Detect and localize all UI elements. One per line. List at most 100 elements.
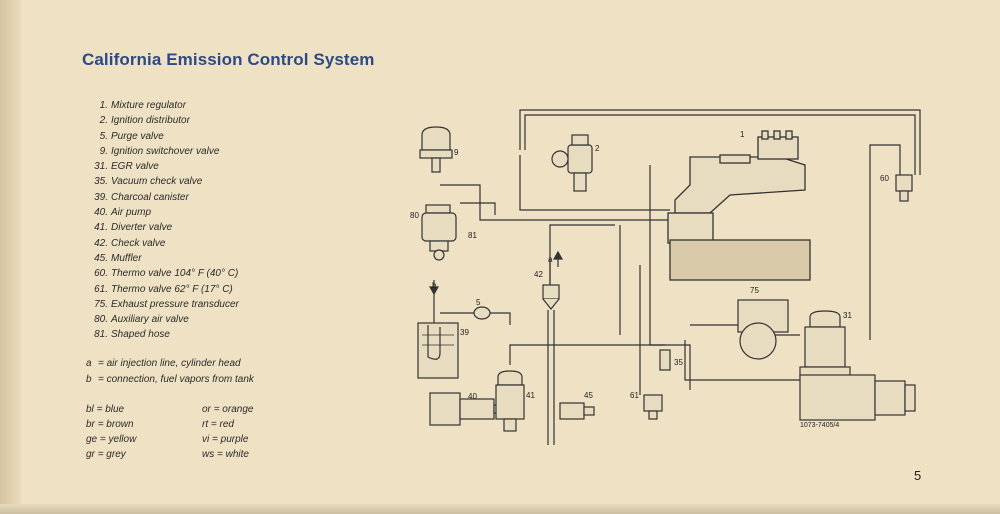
color-code: vi <box>202 434 210 445</box>
legend-item-label: Charcoal canister <box>111 191 189 203</box>
legend-item: 9.Ignition switchover valve <box>80 144 320 159</box>
color-code: ge <box>86 434 98 445</box>
color-name: = orange <box>213 404 254 415</box>
legend-item: 81.Shaped hose <box>80 327 320 342</box>
color-code: br <box>86 419 95 430</box>
legend-item-label: Shaped hose <box>111 329 170 341</box>
color-code-item: gr = grey <box>86 447 202 462</box>
parts-legend: 1.Mixture regulator 2.Ignition distributo… <box>80 98 320 343</box>
legend-item: 75.Exhaust pressure transducer <box>80 297 320 312</box>
legend-item: 41.Diverter valve <box>80 220 320 235</box>
legend-item: 45.Muffler <box>80 251 320 266</box>
thermo-valve-60-shape <box>895 174 913 202</box>
page-number: 5 <box>914 468 922 483</box>
note-item: b = connection, fuel vapors from tank <box>86 372 254 388</box>
legend-item-label: Thermo valve 62° F (17° C) <box>111 283 233 295</box>
hose-45 <box>530 344 691 390</box>
callout-9: 9 <box>454 148 459 157</box>
switchover-valve-shape <box>419 126 453 173</box>
callout-60: 60 <box>880 174 889 183</box>
callout-41: 41 <box>526 391 535 400</box>
muffler-shape <box>559 402 595 420</box>
note-item: a = air injection line, cylinder head <box>86 356 254 372</box>
color-code-item: bl = blue <box>86 402 202 417</box>
hose-center <box>649 165 665 346</box>
legend-item: 61.Thermo valve 62° F (17° C) <box>80 282 320 297</box>
page-gutter <box>0 0 22 514</box>
mixture-regulator-shape <box>667 130 811 281</box>
color-code: rt <box>202 419 209 430</box>
color-code: bl <box>86 404 94 415</box>
legend-item-number: 40. <box>94 207 108 219</box>
color-name: = white <box>217 449 249 460</box>
callout-80: 80 <box>410 211 419 220</box>
legend-item-label: Vacuum check valve <box>111 176 203 188</box>
line-notes: a = air injection line, cylinder head b = c… <box>86 356 254 387</box>
color-name: = brown <box>97 419 134 430</box>
emission-system-diagram: 1 2 5 9 31 35 39 40 41 42 45 60 61 75 80… <box>410 109 921 445</box>
note-text: = air injection line, cylinder head <box>98 358 241 369</box>
legend-item-number: 5. <box>99 130 108 142</box>
color-code: gr <box>86 449 95 460</box>
page-bottom-edge <box>0 504 1000 514</box>
callout-75: 75 <box>750 286 759 295</box>
callout-39: 39 <box>460 328 469 337</box>
egr-valve-shape <box>799 310 851 378</box>
legend-item-number: 61. <box>94 283 108 295</box>
thermo-valve-61-shape <box>643 394 663 420</box>
note-key: b <box>86 373 92 385</box>
note-key: a <box>86 358 92 369</box>
callout-40: 40 <box>468 392 477 401</box>
color-name: = purple <box>212 434 249 445</box>
legend-item-number: 80. <box>94 314 108 326</box>
legend-item-number: 2. <box>99 115 108 127</box>
color-name: = red <box>210 419 234 430</box>
legend-item-label: Diverter valve <box>111 222 173 234</box>
legend-item-number: 9. <box>99 145 108 157</box>
hose-exhaust <box>684 340 800 381</box>
callout-5: 5 <box>476 298 481 307</box>
legend-item-number: 42. <box>94 237 108 249</box>
legend-item-number: 41. <box>94 222 108 234</box>
hose-right-loop <box>869 144 901 340</box>
legend-item-label: Exhaust pressure transducer <box>111 298 239 310</box>
exhaust-pipe-shape <box>799 374 916 421</box>
callout-2: 2 <box>595 144 600 153</box>
legend-item: 42.Check valve <box>80 236 320 251</box>
color-code: or <box>202 404 211 415</box>
note-text: = connection, fuel vapors from tank <box>98 373 254 385</box>
legend-item-label: Muffler <box>111 252 142 264</box>
legend-item-number: 31. <box>94 161 108 173</box>
hose-top-inner <box>524 114 916 175</box>
color-code-item: vi = purple <box>202 432 292 447</box>
color-name: = blue <box>96 404 125 415</box>
color-code-item: ge = yellow <box>86 432 202 447</box>
callout-61: 61 <box>630 391 639 400</box>
legend-item: 80.Auxiliary air valve <box>80 312 320 327</box>
callout-a: a <box>548 255 553 264</box>
ignition-distributor-shape <box>551 134 593 192</box>
hose-42 <box>549 224 615 300</box>
legend-item: 60.Thermo valve 104° F (40° C) <box>80 266 320 281</box>
color-code-item: br = brown <box>86 417 202 432</box>
legend-item-number: 35. <box>94 176 108 188</box>
hose-5-right <box>488 312 511 325</box>
legend-item: 40.Air pump <box>80 205 320 220</box>
auxiliary-air-valve-shape <box>421 204 457 261</box>
legend-item-label: Auxiliary air valve <box>111 314 189 326</box>
legend-item: 35.Vacuum check valve <box>80 174 320 189</box>
legend-item: 39.Charcoal canister <box>80 190 320 205</box>
hose-top <box>519 109 921 175</box>
legend-item-label: Ignition distributor <box>111 115 190 127</box>
legend-item: 1.Mixture regulator <box>80 98 320 113</box>
hose-41 <box>509 344 530 365</box>
vacuum-check-valve-shape <box>659 349 671 371</box>
diverter-valve-shape <box>495 370 525 432</box>
air-pump-shape <box>429 392 505 426</box>
legend-item-label: Check valve <box>111 237 166 249</box>
legend-item-label: Thermo valve 104° F (40° C) <box>111 268 239 280</box>
callout-81: 81 <box>468 231 477 240</box>
legend-item-number: 81. <box>94 329 108 341</box>
